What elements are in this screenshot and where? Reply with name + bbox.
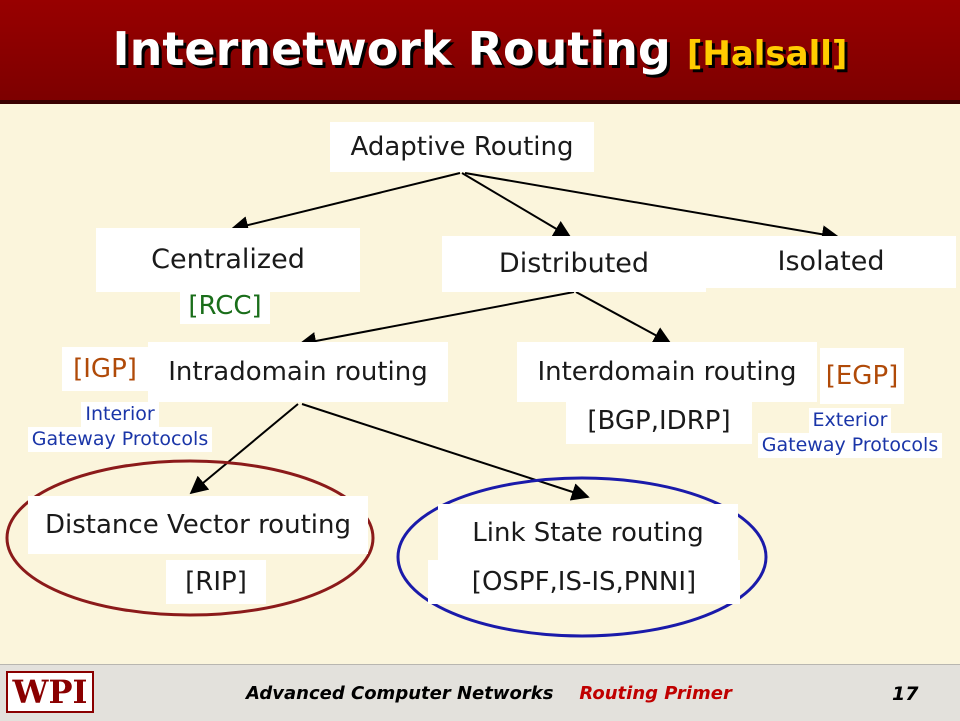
link-state-label: Link State routing: [472, 518, 704, 548]
footer-bar: WPI Advanced Computer Networks Routing Pr…: [0, 664, 960, 721]
link-state-node: Link State routing: [438, 504, 738, 562]
exterior-note-line2: Gateway Protocols: [757, 433, 943, 458]
distance-vector-ellipse: [5, 459, 375, 617]
rip-label: [RIP]: [166, 560, 266, 604]
wpi-logo-text: WPI: [12, 673, 88, 711]
arrow-to-interdomain: [575, 291, 672, 344]
footer-course: Advanced Computer Networks: [246, 683, 554, 704]
egp-label: [EGP]: [820, 348, 904, 404]
link-state-ellipse: [396, 476, 768, 638]
centralized-node: Centralized: [96, 228, 360, 292]
distributed-node: Distributed: [442, 236, 706, 292]
arrow-to-isolated: [464, 172, 840, 244]
slide-title: Internetwork Routing [Halsall]: [0, 22, 960, 76]
distributed-label: Distributed: [498, 248, 650, 279]
bgp-idrp-label: [BGP,IDRP]: [566, 398, 752, 444]
adaptive-routing-node: Adaptive Routing: [330, 122, 594, 172]
intradomain-label: Intradomain routing: [168, 357, 428, 387]
distance-vector-label: Distance Vector routing: [45, 510, 351, 540]
interdomain-label: Interdomain routing: [537, 357, 797, 387]
rcc-text: [RCC]: [188, 291, 262, 321]
slide-title-text: Internetwork Routing: [112, 22, 671, 76]
adaptive-routing-label: Adaptive Routing: [350, 132, 574, 162]
rip-text: [RIP]: [185, 567, 247, 597]
exterior-gateway-note: Exterior Gateway Protocols: [744, 408, 956, 472]
arrow-to-distance-vector: [189, 403, 299, 495]
egp-text: [EGP]: [825, 361, 899, 391]
bgp-idrp-text: [BGP,IDRP]: [587, 406, 731, 436]
distance-vector-node: Distance Vector routing: [28, 496, 368, 554]
igp-text: [IGP]: [73, 354, 137, 384]
title-bar: Internetwork Routing [Halsall]: [0, 0, 960, 104]
slide-citation: [Halsall]: [686, 34, 848, 74]
interior-gateway-note: Interior Gateway Protocols: [10, 402, 230, 456]
ospf-label: [OSPF,IS-IS,PNNI]: [428, 560, 740, 604]
footer-caption: Advanced Computer Networks Routing Primer: [246, 683, 732, 704]
arrow-to-intradomain: [298, 291, 575, 350]
isolated-label: Isolated: [777, 246, 885, 277]
igp-label: [IGP]: [62, 347, 148, 391]
isolated-node: Isolated: [706, 236, 956, 288]
exterior-note-line1: Exterior: [808, 408, 892, 433]
ospf-text: [OSPF,IS-IS,PNNI]: [471, 567, 697, 597]
wpi-logo: WPI: [6, 671, 94, 713]
intradomain-node: Intradomain routing: [148, 342, 448, 402]
footer-topic: Routing Primer: [579, 683, 732, 704]
interior-note-line2: Gateway Protocols: [27, 427, 213, 452]
arrow-to-centralized: [230, 172, 461, 234]
rcc-label: [RCC]: [180, 288, 270, 324]
interdomain-node: Interdomain routing: [517, 342, 817, 402]
diagram-connectors: [5, 172, 840, 638]
interior-note-line1: Interior: [81, 402, 159, 427]
centralized-label: Centralized: [151, 244, 305, 275]
page-number: 17: [892, 683, 919, 705]
arrow-to-distributed: [461, 172, 572, 238]
arrow-to-link-state: [301, 403, 590, 501]
